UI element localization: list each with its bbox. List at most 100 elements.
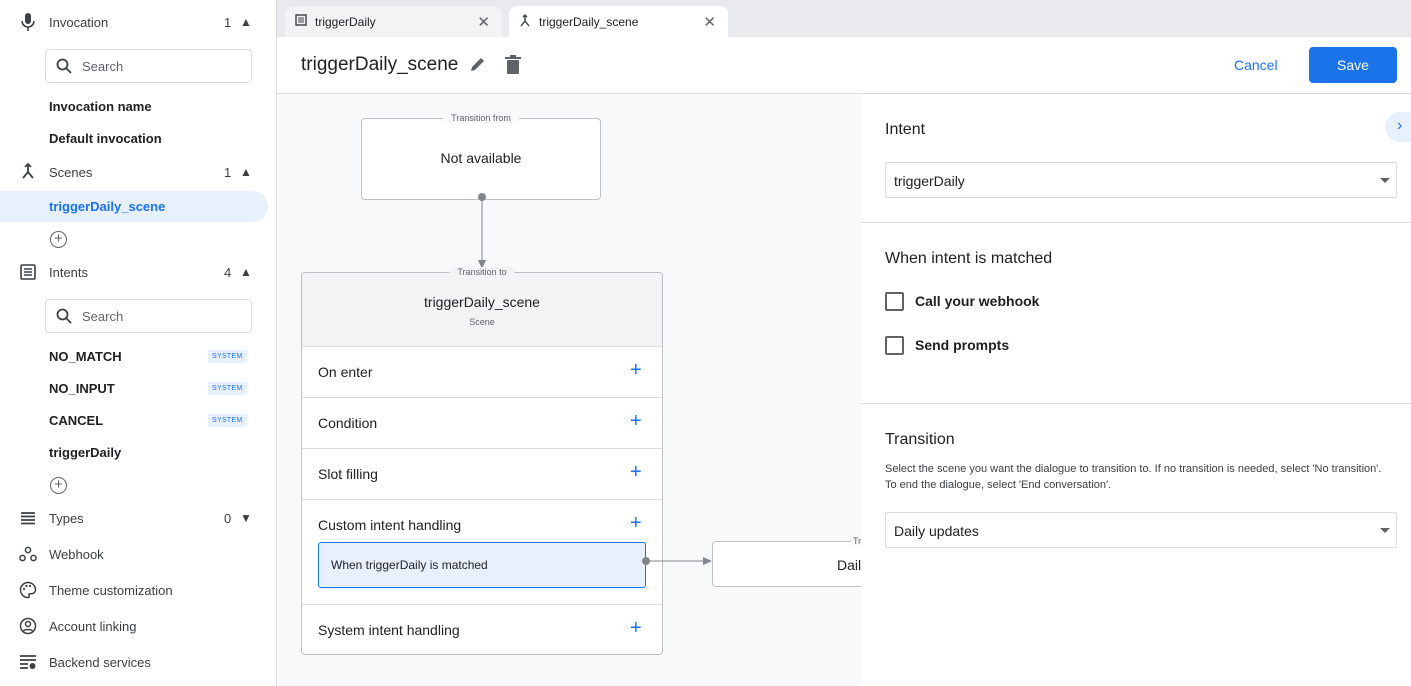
add-intent-icon[interactable]: + bbox=[50, 477, 67, 494]
cancel-button[interactable]: Cancel bbox=[1234, 57, 1278, 73]
invocation-search-input[interactable]: Search bbox=[45, 49, 252, 83]
scene-subtitle: Scene bbox=[469, 317, 495, 327]
transition-select[interactable]: Daily updates bbox=[885, 512, 1397, 548]
connector-arrow bbox=[478, 193, 486, 269]
chevron-up-icon[interactable]: ▲︎ bbox=[240, 265, 252, 279]
sidebar-item-no-input[interactable]: NO_INPUT bbox=[49, 381, 115, 396]
mic-icon bbox=[18, 12, 38, 32]
link-label: Account linking bbox=[49, 618, 137, 634]
list-icon bbox=[18, 262, 38, 282]
transition-description: Select the scene you want the dialogue t… bbox=[885, 463, 1382, 491]
divider bbox=[861, 222, 1411, 223]
when-matched-heading: When intent is matched bbox=[885, 250, 1053, 267]
sidebar-section-scenes[interactable]: Scenes 1 ▲︎ bbox=[0, 160, 276, 184]
select-value: triggerDaily bbox=[894, 173, 965, 189]
dropdown-arrow-icon bbox=[1380, 178, 1390, 183]
chevron-up-icon[interactable]: ▲︎ bbox=[240, 15, 252, 29]
search-placeholder: Search bbox=[82, 308, 124, 324]
sidebar-item-invocation-name[interactable]: Invocation name bbox=[49, 99, 152, 114]
box-caption: Tr bbox=[851, 536, 861, 546]
scene-canvas: Transition from Not available Transition… bbox=[277, 94, 861, 686]
properties-panel: › Intent triggerDaily When intent is mat… bbox=[861, 94, 1411, 686]
sidebar: Invocation 1 ▲︎ Search Invocation name D… bbox=[0, 0, 277, 686]
delete-icon[interactable] bbox=[505, 55, 521, 79]
account-icon bbox=[18, 616, 38, 636]
row-label: System intent handling bbox=[318, 622, 460, 638]
add-icon[interactable]: + bbox=[630, 359, 642, 381]
edit-icon[interactable] bbox=[469, 55, 487, 78]
sidebar-item-triggerdaily[interactable]: triggerDaily bbox=[49, 445, 122, 460]
sidebar-item-account-linking[interactable]: Account linking bbox=[0, 614, 276, 638]
section-label: Scenes bbox=[49, 164, 93, 180]
row-label: Condition bbox=[318, 415, 378, 431]
row-on-enter[interactable]: On enter + bbox=[302, 346, 662, 397]
sidebar-section-intents[interactable]: Intents 4 ▲︎ bbox=[0, 260, 276, 284]
sidebar-item-theme-customization[interactable]: Theme customization bbox=[0, 578, 276, 602]
checkbox-label: Send prompts bbox=[915, 337, 1010, 353]
tab-triggerdaily-scene[interactable]: triggerDaily_scene ✕ bbox=[509, 6, 728, 37]
sidebar-item-cancel[interactable]: CANCEL bbox=[49, 413, 104, 428]
dropdown-arrow-icon bbox=[1380, 528, 1390, 533]
system-badge: SYSTEM bbox=[208, 414, 247, 427]
search-placeholder: Search bbox=[82, 58, 124, 74]
close-icon[interactable]: ✕ bbox=[477, 13, 490, 31]
sidebar-item-default-invocation[interactable]: Default invocation bbox=[49, 131, 162, 146]
section-label: Intents bbox=[49, 264, 89, 280]
tab-bar: triggerDaily ✕ triggerDaily_scene ✕ bbox=[277, 0, 1411, 37]
scene-header: Transition to triggerDaily_scene Scene bbox=[302, 267, 662, 346]
row-system-intent-handling[interactable]: System intent handling + bbox=[302, 604, 662, 655]
box-caption: Transition from bbox=[443, 113, 519, 123]
transition-from-box: Transition from Not available bbox=[361, 113, 601, 200]
call-webhook-checkbox[interactable] bbox=[885, 292, 904, 311]
row-label: On enter bbox=[318, 364, 373, 380]
row-label: Slot filling bbox=[318, 466, 378, 482]
sidebar-item-no-match[interactable]: NO_MATCH bbox=[49, 349, 122, 364]
add-scene-icon[interactable]: + bbox=[50, 231, 67, 248]
intent-handler-item[interactable]: When triggerDaily is matched bbox=[318, 542, 646, 588]
sidebar-item-triggerdaily-scene[interactable]: triggerDaily_scene bbox=[49, 199, 166, 214]
close-icon[interactable]: ✕ bbox=[703, 13, 716, 31]
sidebar-item-webhook[interactable]: Webhook bbox=[0, 542, 276, 566]
section-count: 4 bbox=[224, 264, 232, 280]
add-icon[interactable]: + bbox=[630, 461, 642, 483]
send-prompts-checkbox[interactable] bbox=[885, 336, 904, 355]
link-label: Backend services bbox=[49, 654, 151, 670]
intents-search-input[interactable]: Search bbox=[45, 299, 252, 333]
transition-from-value: Not available bbox=[440, 150, 522, 166]
add-icon[interactable]: + bbox=[630, 617, 642, 639]
intent-heading: Intent bbox=[885, 121, 926, 138]
intent-icon bbox=[295, 14, 307, 29]
add-icon[interactable]: + bbox=[630, 512, 642, 534]
chevron-up-icon[interactable]: ▲︎ bbox=[240, 165, 252, 179]
add-icon[interactable]: + bbox=[630, 410, 642, 432]
section-count: 1 bbox=[224, 14, 232, 30]
types-icon bbox=[18, 508, 38, 528]
system-badge: SYSTEM bbox=[208, 350, 247, 363]
tab-triggerdaily[interactable]: triggerDaily ✕ bbox=[285, 6, 502, 37]
save-button[interactable]: Save bbox=[1309, 47, 1397, 83]
section-count: 0 bbox=[224, 510, 232, 526]
search-icon bbox=[56, 58, 72, 74]
row-condition[interactable]: Condition + bbox=[302, 397, 662, 448]
webhook-icon bbox=[18, 544, 38, 564]
transition-target-box[interactable]: Tr Dail bbox=[712, 536, 861, 587]
link-label: Webhook bbox=[49, 546, 104, 562]
merge-icon bbox=[18, 162, 38, 182]
palette-icon bbox=[18, 580, 38, 600]
sidebar-item-backend-services[interactable]: Backend services bbox=[0, 650, 276, 674]
sidebar-section-types[interactable]: Types 0 ▼︎ bbox=[0, 506, 276, 530]
checkbox-label: Call your webhook bbox=[915, 293, 1040, 309]
scene-title: triggerDaily_scene bbox=[424, 294, 540, 310]
page-title: triggerDaily_scene bbox=[301, 54, 459, 75]
chevron-down-icon[interactable]: ▼︎ bbox=[240, 511, 252, 525]
collapse-panel-chevron-right-icon[interactable]: › bbox=[1385, 112, 1411, 142]
backend-services-icon bbox=[18, 652, 38, 672]
system-badge: SYSTEM bbox=[208, 382, 247, 395]
row-slot-filling[interactable]: Slot filling + bbox=[302, 448, 662, 499]
intent-select[interactable]: triggerDaily bbox=[885, 162, 1397, 198]
divider bbox=[861, 403, 1411, 404]
sidebar-section-invocation[interactable]: Invocation 1 ▲︎ bbox=[0, 10, 276, 34]
row-custom-intent-handling[interactable]: Custom intent handling+ When triggerDail… bbox=[302, 499, 662, 604]
section-count: 1 bbox=[224, 164, 232, 180]
box-caption: Transition to bbox=[449, 267, 515, 277]
